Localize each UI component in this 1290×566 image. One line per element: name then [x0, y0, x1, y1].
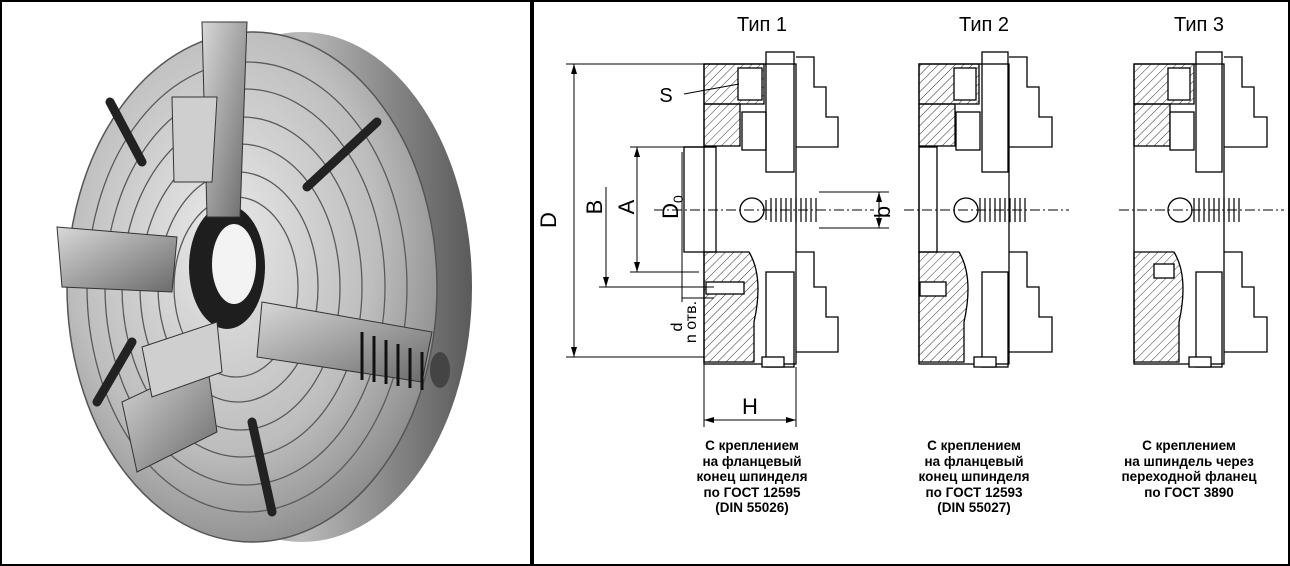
chuck-cross-sections: D B A D0 b S H d n отв.	[536, 51, 1284, 427]
section-type-2	[904, 51, 1069, 368]
dim-label-S: S	[659, 85, 672, 107]
caption-line: конец шпинделя	[696, 469, 808, 484]
caption-line: на шпиндель через	[1124, 453, 1254, 469]
caption-line: по ГОСТ 12593	[925, 484, 1023, 500]
caption-line: на фланцевый	[924, 453, 1024, 469]
caption-line: по ГОСТ 12595	[703, 484, 801, 500]
dim-label-D0: D0	[658, 195, 686, 219]
caption-line: по ГОСТ 3890	[1144, 484, 1234, 500]
screw-head	[430, 352, 450, 388]
chuck-slots	[92, 97, 382, 517]
section-type-3	[1119, 51, 1284, 368]
caption-line: С креплением	[927, 438, 1021, 453]
type-3-caption: С креплением на шпиндель через переходно…	[1089, 438, 1289, 500]
dim-label-n-holes: n отв.	[683, 301, 700, 343]
chuck-photo-panel	[2, 2, 534, 564]
type-1-title: Тип 1	[736, 14, 788, 36]
dim-label-b: b	[870, 206, 895, 218]
type-2-caption: С креплением на фланцевый конец шпинделя…	[874, 438, 1074, 516]
caption-line: (DIN 55026)	[715, 500, 789, 515]
chuck-bore-light	[212, 224, 256, 304]
caption-line: на фланцевый	[702, 453, 802, 469]
caption-line: С креплением	[705, 438, 799, 453]
caption-line: переходной фланец	[1121, 469, 1257, 484]
drawing-panel: D B A D0 b S H d n отв. Тип 1 Тип 2 Тип …	[534, 2, 1288, 564]
dimension-lines	[566, 63, 889, 427]
dimension-arrows	[571, 64, 882, 423]
dim-label-D: D	[536, 212, 561, 228]
type-1-caption: С креплением на фланцевый конец шпинделя…	[652, 438, 852, 516]
jaw-screw	[360, 332, 424, 390]
dim-label-d: d	[669, 323, 686, 332]
dim-label-A: A	[614, 199, 639, 214]
caption-line: конец шпинделя	[918, 469, 1030, 484]
caption-line: (DIN 55027)	[937, 500, 1011, 515]
chuck-photo	[56, 21, 472, 543]
caption-line: С креплением	[1142, 438, 1236, 453]
dim-label-H: H	[742, 394, 758, 419]
section-type-1	[654, 51, 874, 368]
type-3-title: Тип 3	[1173, 14, 1225, 36]
type-2-title: Тип 2	[958, 14, 1010, 36]
dim-label-B: B	[582, 200, 607, 215]
chuck-jaws	[56, 21, 433, 473]
